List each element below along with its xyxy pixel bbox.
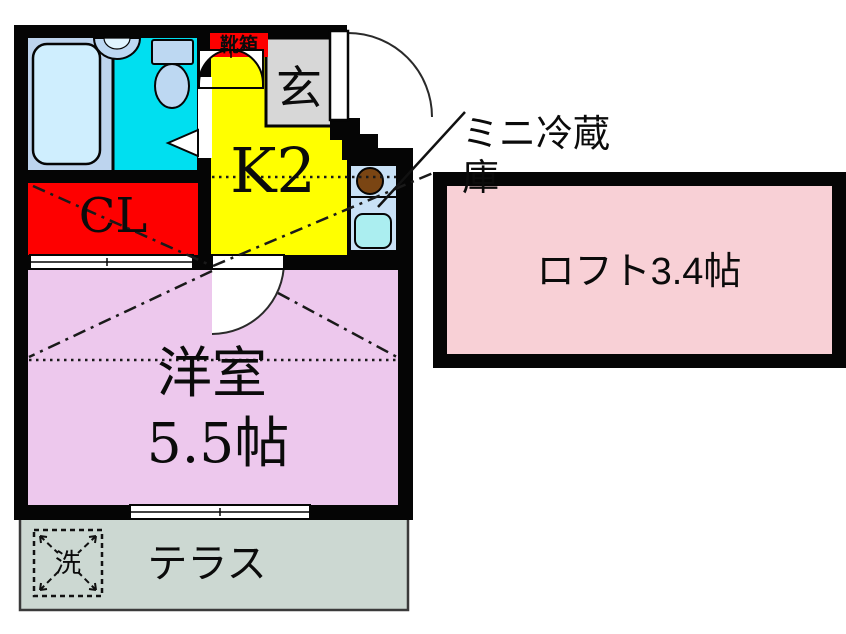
loft-area bbox=[447, 186, 832, 354]
entrance-door-icon bbox=[328, 29, 433, 122]
fridge-leader-line bbox=[377, 111, 466, 208]
terrace-sliding-door bbox=[129, 504, 311, 520]
burner-icon bbox=[356, 167, 384, 195]
washer-label: 洗 bbox=[55, 548, 81, 578]
room-door-icon bbox=[211, 254, 285, 335]
terrace-label: テラス bbox=[147, 542, 266, 586]
western-room-size-label: 5.5帖 bbox=[147, 411, 289, 475]
bathtub-icon bbox=[31, 42, 102, 166]
kitchen-sink-icon bbox=[354, 213, 392, 249]
bathroom-door-opening bbox=[198, 77, 212, 158]
washer-box-icon bbox=[32, 528, 104, 598]
genkan-area bbox=[264, 36, 335, 128]
western-room-label: 洋室 bbox=[157, 342, 267, 404]
toilet-tank-icon bbox=[151, 39, 194, 65]
closet-sliding-door bbox=[29, 254, 194, 270]
genkan-label: 玄 bbox=[276, 62, 322, 114]
shoe-cabinet-icon bbox=[198, 49, 264, 89]
kitchen-label: K2 bbox=[230, 134, 316, 207]
bathroom-door-icon bbox=[165, 128, 199, 158]
wall-step-3 bbox=[350, 148, 413, 166]
loft-label: ロフト3.4帖 bbox=[537, 251, 742, 293]
closet-area bbox=[28, 183, 198, 255]
mini-fridge-label-line2: 庫 bbox=[462, 157, 499, 198]
mini-fridge-label-line1: ミニ冷蔵 bbox=[462, 113, 610, 154]
terrace-area bbox=[18, 510, 410, 612]
closet-label: CL bbox=[79, 188, 148, 244]
sink-basin-icon bbox=[103, 37, 131, 50]
toilet-bowl-icon bbox=[154, 63, 190, 109]
